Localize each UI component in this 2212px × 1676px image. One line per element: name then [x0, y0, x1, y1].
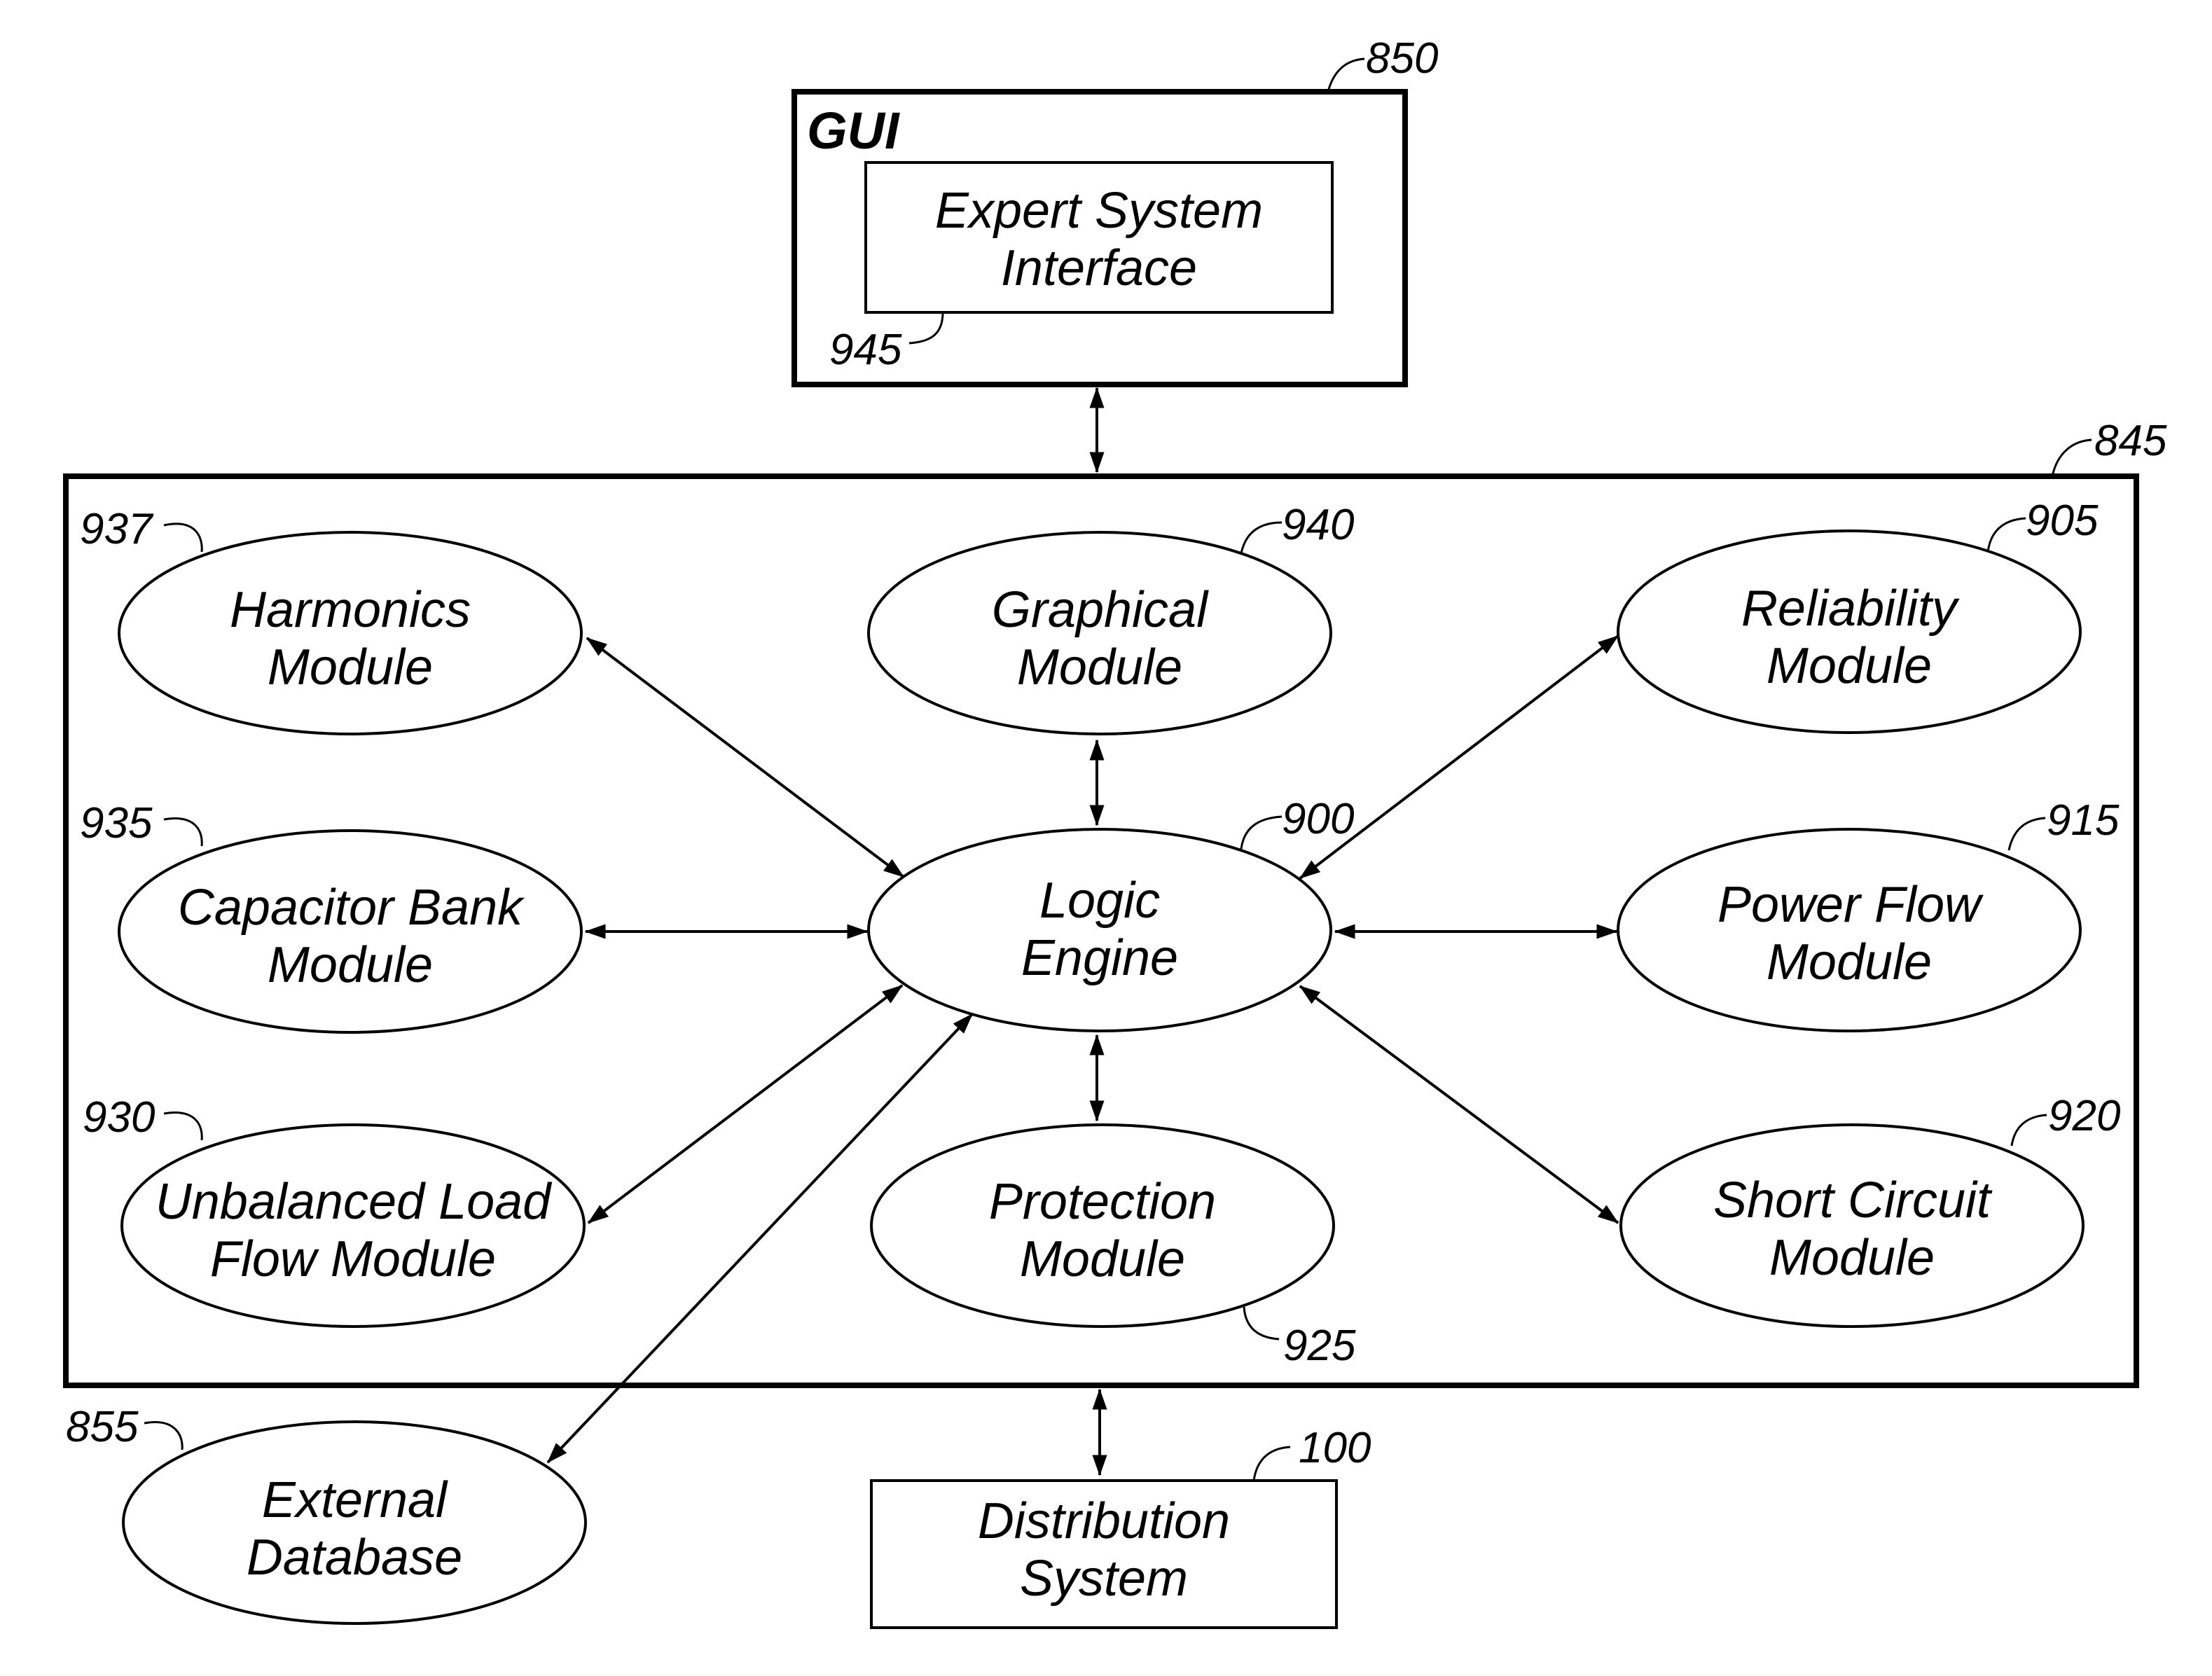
harmonics-line-1: Harmonics [230, 582, 471, 638]
expert-interface-line-1: Expert System [935, 183, 1263, 239]
capacitor-ref-leader [164, 819, 202, 846]
unbalanced-load-flow-module: Unbalanced Load Flow Module 930 [83, 1093, 584, 1327]
powerflow-line-2: Module [1767, 934, 1932, 990]
distribution-line-2: System [1020, 1551, 1188, 1607]
external-db-line-2: Database [247, 1530, 462, 1586]
logic-ref-leader [1241, 817, 1282, 849]
distribution-system-box: Distribution System 100 [871, 1424, 1371, 1628]
unbalanced-line-2: Flow Module [210, 1231, 496, 1287]
harmonics-module: Harmonics Module 937 [80, 505, 581, 734]
connector-external-logic [548, 1014, 972, 1462]
expert-interface-ref-leader [909, 312, 943, 343]
shortcircuit-ref-leader [2012, 1115, 2047, 1146]
graphical-module: Graphical Module 940 [869, 501, 1354, 734]
powerflow-ref-label: 915 [2047, 796, 2120, 845]
powerflow-ref-leader [2009, 818, 2045, 850]
reliability-ref-label: 905 [2026, 497, 2099, 545]
reliability-ref-leader [1988, 518, 2026, 552]
shortcircuit-line-1: Short Circuit [1713, 1172, 1993, 1228]
external-db-ref-leader [144, 1422, 182, 1450]
powerflow-line-1: Power Flow [1717, 877, 1984, 933]
expert-interface-ref-label: 945 [829, 326, 902, 374]
logic-line-1: Logic [1039, 873, 1160, 929]
logic-line-2: Engine [1021, 930, 1178, 986]
capacitor-ref-label: 935 [80, 799, 153, 847]
graphical-ref-leader [1241, 522, 1282, 553]
protection-module: Protection Module 925 [871, 1125, 1356, 1370]
connector-harmonics-logic [587, 638, 904, 877]
power-flow-module: Power Flow Module 915 [1618, 796, 2120, 1031]
unbalanced-line-1: Unbalanced Load [155, 1174, 552, 1230]
expert-interface-line-2: Interface [1001, 240, 1197, 296]
expert-system-interface-box: Expert System Interface 945 [829, 162, 1332, 374]
graphical-ref-label: 940 [1282, 501, 1354, 549]
logic-ref-label: 900 [1282, 795, 1354, 843]
harmonics-ref-label: 937 [80, 505, 154, 553]
capacitor-line-2: Module [268, 937, 433, 993]
short-circuit-module: Short Circuit Module 920 [1621, 1092, 2120, 1327]
reliability-line-1: Reliability [1741, 581, 1960, 637]
external-database: External Database 855 [66, 1403, 586, 1623]
shortcircuit-ref-label: 920 [2048, 1092, 2120, 1140]
gui-ref-label: 850 [1366, 34, 1438, 83]
shortcircuit-line-2: Module [1769, 1230, 1935, 1286]
main-box-ref-leader [2052, 440, 2092, 476]
unbalanced-ref-label: 930 [83, 1093, 155, 1142]
logic-engine: Logic Engine 900 [869, 795, 1354, 1031]
distribution-ref-label: 100 [1299, 1424, 1371, 1472]
reliability-line-2: Module [1767, 638, 1932, 694]
graphical-line-1: Graphical [992, 582, 1209, 638]
capacitor-line-1: Capacitor Bank [178, 880, 525, 936]
graphical-line-2: Module [1017, 639, 1182, 695]
gui-title: GUI [807, 102, 900, 160]
protection-ref-leader [1244, 1307, 1279, 1339]
protection-ref-label: 925 [1283, 1322, 1356, 1370]
main-box-ref-label: 845 [2094, 417, 2167, 465]
harmonics-ref-leader [164, 524, 202, 552]
external-db-line-1: External [262, 1472, 448, 1528]
protection-line-2: Module [1020, 1231, 1185, 1287]
capacitor-bank-module: Capacitor Bank Module 935 [80, 799, 581, 1032]
protection-line-1: Protection [989, 1174, 1216, 1230]
external-db-ref-label: 855 [66, 1403, 139, 1451]
gui-ref-leader [1328, 59, 1364, 92]
reliability-module: Reliability Module 905 [1618, 497, 2099, 733]
connector-shortcircuit-logic [1300, 986, 1618, 1223]
connector-unbalanced-logic [588, 985, 902, 1223]
distribution-ref-leader [1254, 1447, 1290, 1481]
harmonics-line-2: Module [268, 639, 433, 695]
unbalanced-ref-leader [164, 1113, 202, 1140]
distribution-line-1: Distribution [978, 1493, 1230, 1549]
